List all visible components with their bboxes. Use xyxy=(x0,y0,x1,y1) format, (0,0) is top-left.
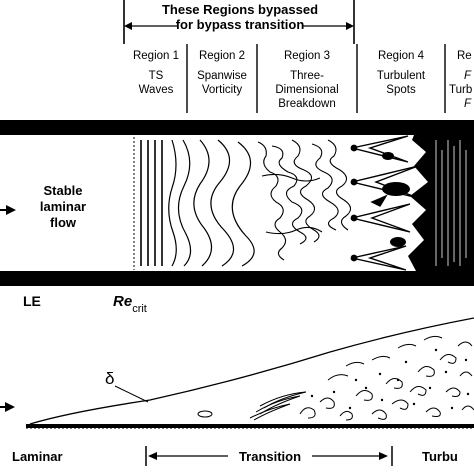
bypass-bracket: These Regions bypassed for bypass transi… xyxy=(123,0,355,44)
region-3-line3: Breakdown xyxy=(278,98,336,110)
region-1-label: Region 1 TS Waves xyxy=(133,50,179,96)
boundary-layer-dots xyxy=(310,348,470,410)
region-3-title: Region 3 xyxy=(284,50,330,62)
region-4-title: Region 4 xyxy=(378,50,425,62)
region-1-line1: TS xyxy=(149,70,164,82)
region-5-line3: F xyxy=(464,98,472,110)
inflow-label: Stable laminar flow xyxy=(40,183,86,230)
region-1-title: Region 1 xyxy=(133,50,179,62)
bypass-label-line2: for bypass transition xyxy=(176,17,305,32)
region-3-line1: Three- xyxy=(290,70,324,82)
flat-plate xyxy=(26,424,474,428)
bypass-label-line1: These Regions bypassed xyxy=(162,2,318,17)
inflow-arrow xyxy=(0,205,16,215)
region-2-label: Region 2 Spanwise Vorticity xyxy=(197,50,247,96)
inflow-line2: laminar xyxy=(40,199,86,214)
boundary-layer-eddies xyxy=(197,335,474,421)
region-4-line1: Turbulent xyxy=(377,70,426,82)
re-symbol: Re xyxy=(113,293,132,310)
region-3-line2: Dimensional xyxy=(275,84,338,96)
re-crit-label: Recrit xyxy=(113,293,147,315)
region-2-title: Region 2 xyxy=(199,50,245,62)
upper-wall xyxy=(0,120,474,135)
delta-label: δ xyxy=(105,369,114,388)
spot-heads xyxy=(350,144,410,262)
region-3-label: Region 3 Three- Dimensional Breakdown xyxy=(275,50,338,110)
region-4-line2: Spots xyxy=(386,84,416,96)
le-label: LE xyxy=(23,293,41,309)
ts-waves xyxy=(140,140,163,266)
plan-view: Stable laminar flow xyxy=(0,120,474,315)
region-2-line2: Vorticity xyxy=(202,84,243,96)
transition-label: Transition xyxy=(239,449,301,464)
lower-wall xyxy=(0,271,474,286)
spanwise-vortices xyxy=(168,139,255,267)
region-2-line1: Spanwise xyxy=(197,70,247,82)
turbulent-label: Turbu xyxy=(422,449,458,464)
region-5-line1: F xyxy=(464,70,472,82)
region-1-line2: Waves xyxy=(139,84,174,96)
re-subscript: crit xyxy=(132,303,147,315)
side-inflow-arrow xyxy=(0,402,15,412)
region-5-title: Re xyxy=(457,50,472,62)
region-labels: Region 1 TS Waves Region 2 Spanwise Vort… xyxy=(133,44,472,113)
turbulent-streaks xyxy=(435,140,467,266)
inflow-line1: Stable xyxy=(43,183,82,198)
turbulent-region xyxy=(408,135,474,271)
region-5-line2: Turb xyxy=(449,84,472,96)
laminar-label: Laminar xyxy=(12,449,63,464)
turbulent-spots xyxy=(351,135,419,271)
side-view: δ xyxy=(0,317,474,466)
boundary-layer-edge xyxy=(29,317,474,425)
three-d-breakdown xyxy=(257,139,352,261)
region-5-label: Re F Turb F xyxy=(449,50,472,110)
region-4-label: Region 4 Turbulent Spots xyxy=(377,50,426,96)
inflow-line3: flow xyxy=(50,215,77,230)
transition-span: Transition xyxy=(145,446,393,466)
